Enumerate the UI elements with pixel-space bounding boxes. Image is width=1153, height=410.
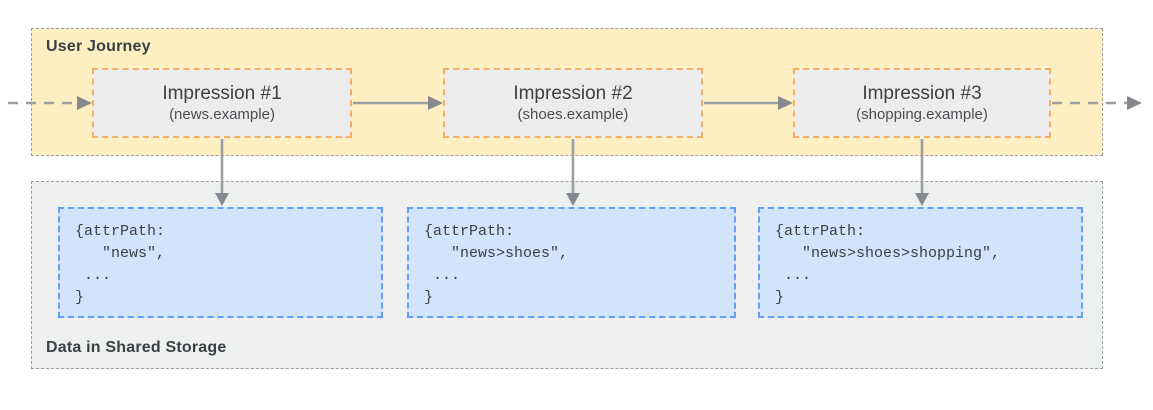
impression-1-box: Impression #1 (news.example)	[92, 68, 352, 138]
storage-entry-3-code: {attrPath: "news>shoes>shopping", ... }	[758, 207, 1083, 318]
impression-2-site: (shoes.example)	[517, 106, 629, 123]
impression-2-box: Impression #2 (shoes.example)	[443, 68, 703, 138]
user-journey-label: User Journey	[46, 38, 151, 55]
impression-3-site: (shopping.example)	[856, 106, 988, 123]
storage-entry-2-code: {attrPath: "news>shoes", ... }	[407, 207, 736, 318]
storage-entry-1-code: {attrPath: "news", ... }	[58, 207, 383, 318]
shared-storage-label: Data in Shared Storage	[46, 339, 227, 356]
impression-1-title: Impression #1	[162, 83, 282, 104]
impression-2-title: Impression #2	[513, 83, 633, 104]
impression-3-box: Impression #3 (shopping.example)	[793, 68, 1051, 138]
impression-3-title: Impression #3	[862, 83, 982, 104]
impression-1-site: (news.example)	[169, 106, 275, 123]
